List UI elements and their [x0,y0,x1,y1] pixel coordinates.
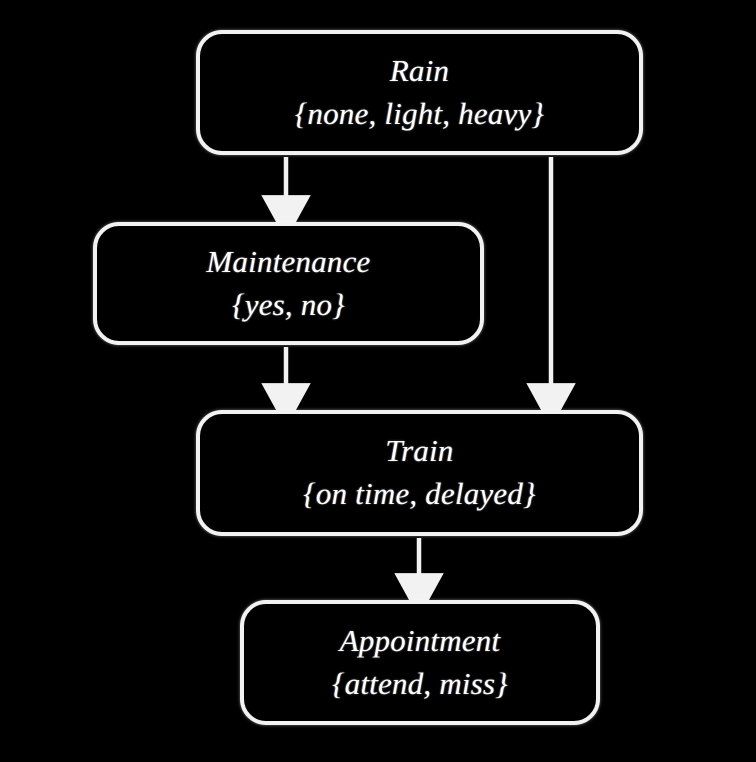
node-train[interactable]: Train {on time, delayed} [196,410,643,536]
node-appointment-states: {attend, miss} [332,665,508,701]
node-rain[interactable]: Rain {none, light, heavy} [196,30,643,155]
node-rain-states: {none, light, heavy} [294,95,545,131]
node-maintenance-states: {yes, no} [232,286,345,322]
node-rain-label: Rain [389,52,450,88]
node-appointment[interactable]: Appointment {attend, miss} [240,600,600,725]
node-maintenance-label: Maintenance [206,243,371,279]
node-appointment-label: Appointment [339,622,501,658]
node-train-label: Train [385,433,454,469]
node-maintenance[interactable]: Maintenance {yes, no} [93,222,484,345]
node-train-states: {on time, delayed} [303,476,536,511]
